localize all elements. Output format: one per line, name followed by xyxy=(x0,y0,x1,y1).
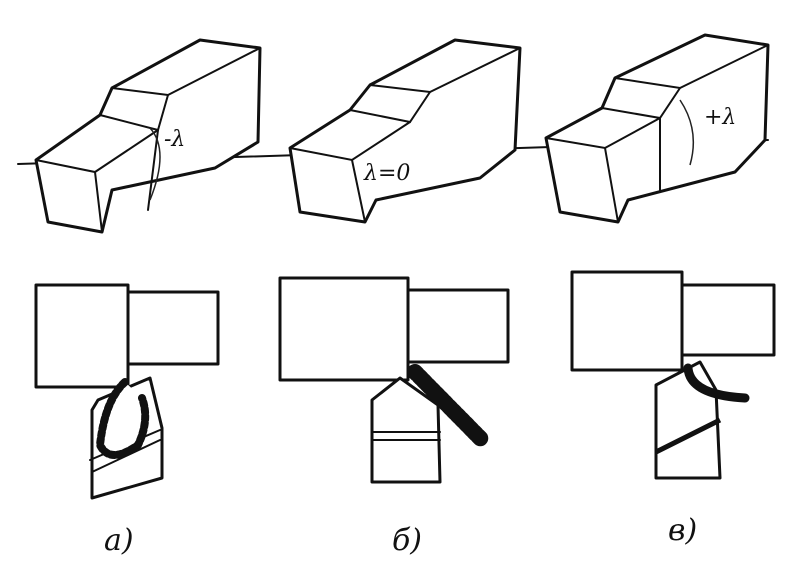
tool-zero-lambda: λ=0 xyxy=(288,38,522,224)
tool-positive-lambda: +λ xyxy=(544,33,770,224)
chip-spiral-a xyxy=(95,378,150,459)
tool-negative-lambda: -λ xyxy=(34,38,262,234)
label-negative-lambda: -λ xyxy=(164,127,185,152)
panel-label-v: в) xyxy=(668,513,697,548)
workpiece-chip-v: в) xyxy=(570,270,776,548)
workpiece-chip-b: б) xyxy=(278,276,510,558)
label-zero-lambda: λ=0 xyxy=(363,161,410,186)
label-positive-lambda: +λ xyxy=(704,105,736,130)
workpiece-chip-a: а) xyxy=(34,283,220,558)
panel-label-a: а) xyxy=(104,523,134,558)
chip-ribbon-v xyxy=(683,363,750,403)
panel-label-b: б) xyxy=(392,523,422,558)
chip-coil-b xyxy=(407,364,490,448)
